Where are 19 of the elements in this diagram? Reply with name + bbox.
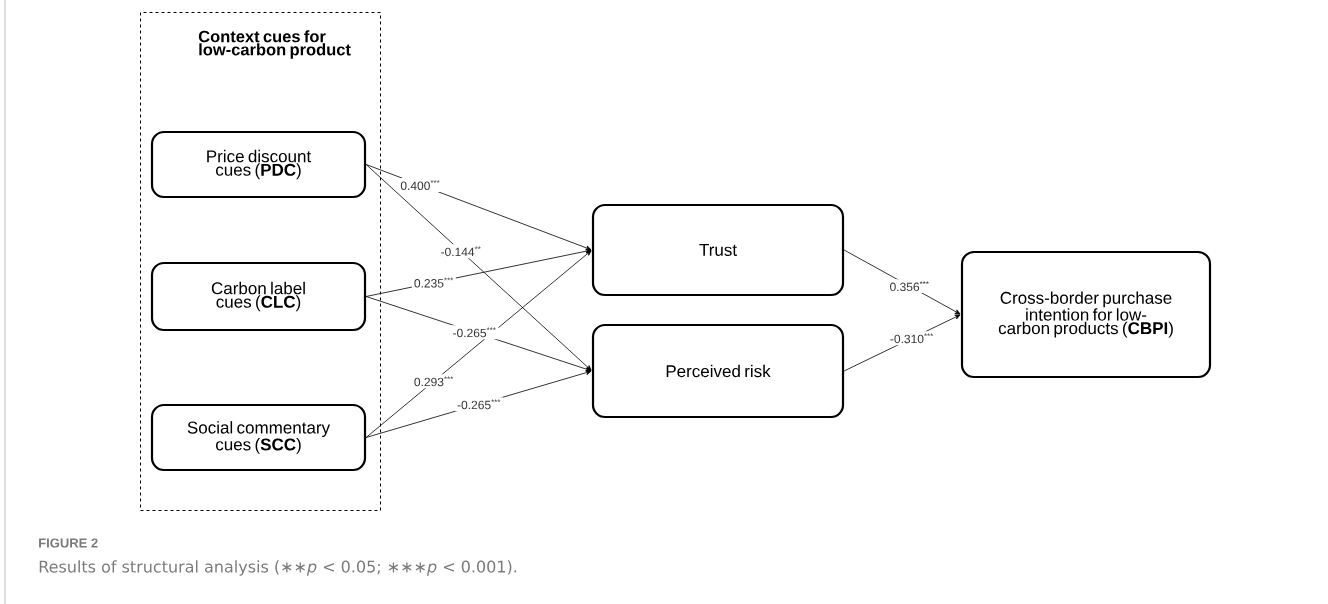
construct-box: Cross-border purchase intention for low-carbon products (CBPI) bbox=[960, 250, 1212, 379]
arrow bbox=[365, 164, 592, 371]
group-heading: Context cues for low-carbon product bbox=[198, 30, 351, 59]
edge-label: 0.400$^{***}$ bbox=[398, 178, 443, 192]
construct-box: Perceived risk bbox=[591, 323, 845, 419]
edge-label: 0.235$^{***}$ bbox=[411, 275, 456, 290]
edge-label: -0.265$^{***}$ bbox=[450, 325, 499, 340]
arrow bbox=[365, 250, 592, 438]
edge-label: -0.310$^{***}$ bbox=[887, 331, 936, 346]
caption: Results of structural analysis (∗∗p < 0.05; ∗∗∗p < 0.001). bbox=[39, 560, 517, 576]
figure-number: FIGURE 2 bbox=[39, 538, 98, 548]
construct-box: Social commentary cues (SCC) bbox=[150, 403, 367, 472]
edge-label: -0.265$^{***}$ bbox=[455, 397, 503, 412]
edge-label: -0.144$^{**}$ bbox=[438, 244, 484, 259]
edge-label: 0.293$^{***}$ bbox=[411, 374, 456, 389]
construct-box: Trust bbox=[591, 203, 845, 297]
edge-label: 0.356$^{***}$ bbox=[887, 279, 932, 294]
construct-box: Carbon label cues (CLC) bbox=[150, 261, 367, 332]
construct-box: Price discount cues (PDC) bbox=[150, 130, 367, 199]
